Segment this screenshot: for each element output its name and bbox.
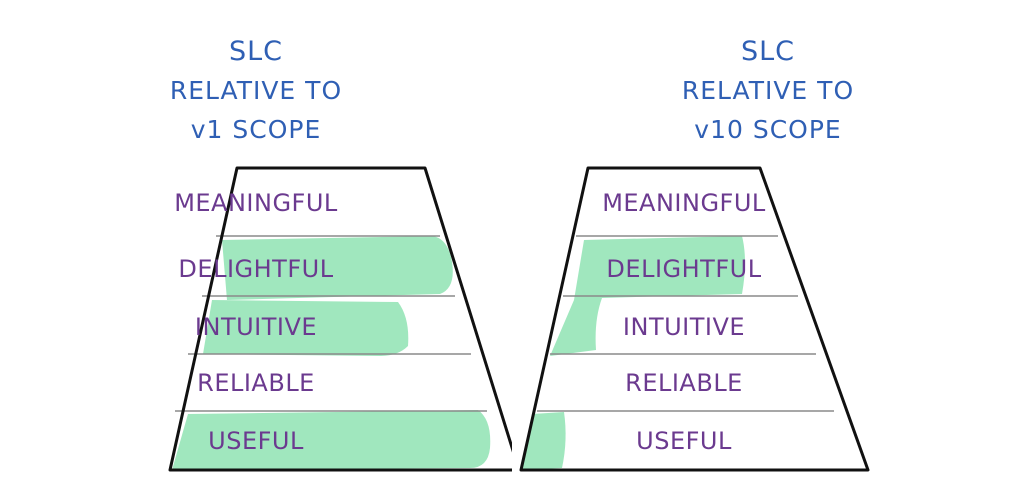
layer-label-delightful: DELIGHTFUL <box>606 255 762 283</box>
layer-label-delightful: DELIGHTFUL <box>178 255 334 283</box>
layer-label-meaningful: MEANINGFUL <box>174 189 338 217</box>
title-line: SLC <box>740 36 796 67</box>
highlight-intuitive <box>203 300 409 356</box>
title-line: v10 SCOPE <box>694 115 842 144</box>
layer-label-intuitive: INTUITIVE <box>622 313 746 341</box>
highlight-useful <box>522 412 566 470</box>
pyramid-title: SLC RELATIVE TO v10 SCOPE <box>512 32 1024 149</box>
layer-label-reliable: RELIABLE <box>197 369 315 397</box>
pyramid-outline <box>168 166 512 472</box>
layer-label-useful: USEFUL <box>636 427 732 455</box>
highlight-useful <box>172 410 491 470</box>
pyramid-shape <box>519 166 870 472</box>
layer-label-useful: USEFUL <box>208 427 304 455</box>
title-line: v1 SCOPE <box>190 115 322 144</box>
title-line: SLC <box>228 36 284 67</box>
layer-label-intuitive: INTUITIVE <box>194 313 318 341</box>
layer-label-meaningful: MEANINGFUL <box>602 189 766 217</box>
pyramid-title: SLC RELATIVE TO v1 SCOPE <box>0 32 512 149</box>
pyramid-v10-scope: SLC RELATIVE TO v10 SCOPE MEANINGFUL DEL… <box>512 0 1024 503</box>
title-line: RELATIVE TO <box>681 76 855 105</box>
pyramid-outline <box>519 166 870 472</box>
pyramid-shape <box>168 166 512 472</box>
highlight-delightful <box>222 236 453 300</box>
layer-label-reliable: RELIABLE <box>625 369 743 397</box>
title-line: RELATIVE TO <box>169 76 343 105</box>
pyramid-v1-scope: SLC RELATIVE TO v1 SCOPE MEANINGFUL DELI… <box>0 32 512 472</box>
